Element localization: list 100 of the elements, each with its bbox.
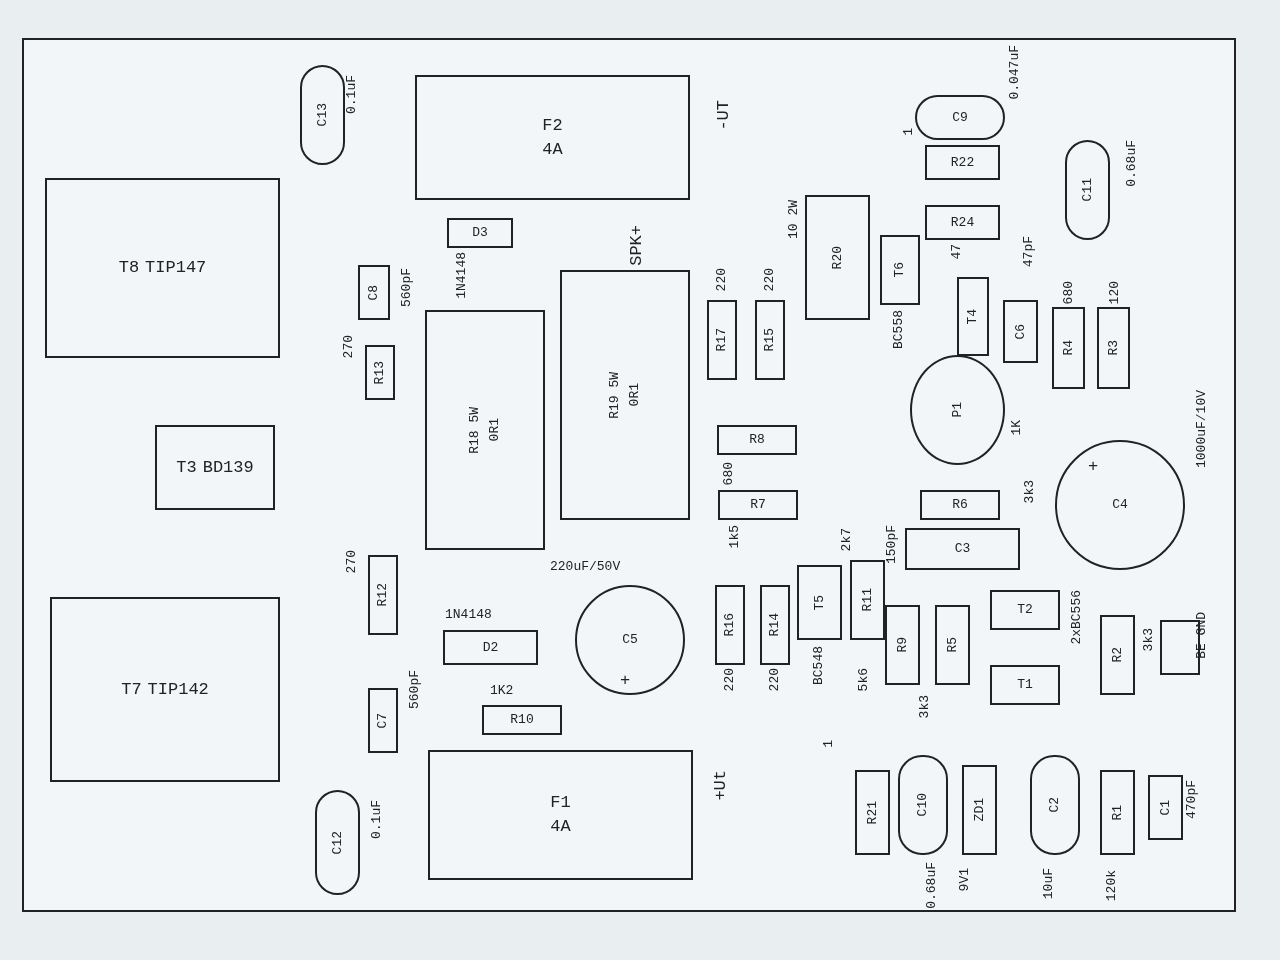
component-label: D3 bbox=[472, 226, 488, 240]
component-value: 220 bbox=[723, 668, 737, 692]
component-label: R4 bbox=[1061, 340, 1076, 356]
component-label: R24 bbox=[950, 215, 975, 230]
component-outline bbox=[1003, 300, 1038, 363]
component-label: 4A bbox=[550, 818, 571, 836]
component-label: ZD1 bbox=[972, 798, 987, 822]
capacitor-outline bbox=[300, 65, 345, 165]
resistor-outline bbox=[925, 145, 1000, 180]
transistor-outline bbox=[990, 665, 1060, 705]
resistor-outline bbox=[855, 770, 890, 855]
component-label: TIP142 bbox=[147, 680, 209, 699]
component-value: 0.047uF bbox=[1008, 45, 1022, 100]
capacitor-outline bbox=[898, 755, 948, 855]
component-label: T5 bbox=[812, 594, 827, 611]
resistor-outline bbox=[920, 490, 1000, 520]
capacitor-outline bbox=[1030, 755, 1080, 855]
component-label: TIP147 bbox=[145, 259, 207, 277]
component-value: 120 bbox=[1108, 281, 1122, 305]
board-label: + bbox=[1088, 458, 1099, 476]
component-label: C6 bbox=[1013, 323, 1028, 340]
component-label: R9 bbox=[895, 637, 910, 653]
component-value: 150pF bbox=[885, 525, 899, 564]
component-label: C7 bbox=[376, 712, 390, 729]
component-label: C12 bbox=[330, 830, 345, 855]
component-label: R8 bbox=[749, 433, 765, 447]
resistor-outline bbox=[482, 705, 562, 735]
component-value: 1N4148 bbox=[445, 608, 492, 622]
component-value: 47pF bbox=[1022, 236, 1036, 268]
resistor-outline bbox=[1052, 307, 1085, 389]
board-label: 1 bbox=[902, 128, 916, 136]
component-label: R3 bbox=[1106, 340, 1121, 356]
component-value: BC558 bbox=[892, 310, 906, 349]
transistor-outline bbox=[990, 590, 1060, 630]
transistor-outline bbox=[797, 565, 842, 640]
resistor-outline bbox=[935, 605, 970, 685]
power-resistor-outline bbox=[425, 310, 545, 550]
board-label: + bbox=[620, 672, 631, 690]
component-label: T7 bbox=[121, 680, 142, 699]
component-value: 270 bbox=[342, 335, 356, 359]
resistor-outline bbox=[715, 585, 745, 665]
component-outline bbox=[368, 688, 398, 753]
resistor-outline bbox=[707, 300, 737, 380]
diode-outline bbox=[443, 630, 538, 665]
component-label: R19 5W bbox=[608, 371, 622, 419]
component-value: 220 bbox=[768, 668, 782, 692]
component-label: C9 bbox=[952, 110, 968, 125]
component-value: 220uF/50V bbox=[550, 560, 621, 574]
component-label: R12 bbox=[376, 583, 390, 607]
resistor-outline bbox=[365, 345, 395, 400]
component-label: R10 bbox=[510, 713, 534, 727]
capacitor-outline bbox=[315, 790, 360, 895]
board-label: -UT bbox=[715, 100, 733, 131]
component-label: C11 bbox=[1080, 178, 1095, 202]
component-value: 3k3 bbox=[918, 695, 932, 719]
component-value: 1K2 bbox=[490, 684, 514, 698]
transistor-outline bbox=[45, 178, 280, 358]
resistor-outline bbox=[718, 490, 798, 520]
transistor-outline bbox=[50, 597, 280, 782]
component-label: R15 bbox=[763, 328, 777, 352]
component-value: 3k3 bbox=[1023, 480, 1037, 504]
resistor-outline bbox=[1100, 770, 1135, 855]
resistor-outline bbox=[368, 555, 398, 635]
resistor-outline bbox=[962, 765, 997, 855]
resistor-outline bbox=[805, 195, 870, 320]
component-label: T4 bbox=[966, 308, 980, 325]
component-value: 0.1uF bbox=[345, 75, 359, 114]
capacitor-outline bbox=[915, 95, 1005, 140]
diode-outline bbox=[447, 218, 513, 248]
component-value: 680 bbox=[722, 462, 736, 486]
component-value: 47 bbox=[950, 244, 964, 260]
resistor-outline bbox=[755, 300, 785, 380]
component-label: T3 bbox=[176, 458, 197, 477]
component-value: 470pF bbox=[1185, 780, 1199, 819]
component-label: R7 bbox=[750, 498, 766, 512]
component-label: C3 bbox=[954, 542, 971, 556]
component-label: T6 bbox=[893, 262, 907, 278]
component-label: C8 bbox=[367, 284, 381, 301]
power-resistor-outline bbox=[560, 270, 690, 520]
component-label: R11 bbox=[860, 588, 875, 612]
component-label: C10 bbox=[916, 793, 930, 817]
resistor-outline bbox=[885, 605, 920, 685]
component-value: 220 bbox=[763, 268, 777, 292]
component-label: 4A bbox=[542, 140, 563, 159]
component-value: 1K bbox=[1010, 420, 1024, 436]
component-label: T8 bbox=[118, 259, 140, 277]
component-value: 3k3 bbox=[1142, 628, 1156, 652]
component-value: 9V1 bbox=[958, 868, 972, 892]
component-label: T2 bbox=[1017, 603, 1033, 617]
resistor-outline bbox=[850, 560, 885, 640]
component-outline bbox=[957, 277, 989, 356]
component-value: 0.68uF bbox=[925, 862, 939, 909]
component-label: C4 bbox=[1112, 498, 1128, 512]
component-label: 0R1 bbox=[488, 418, 502, 442]
component-label: T1 bbox=[1017, 678, 1033, 692]
component-label: C13 bbox=[315, 103, 330, 127]
component-label: 0R1 bbox=[628, 383, 642, 407]
component-label: R13 bbox=[373, 360, 387, 385]
component-value: 1 bbox=[822, 740, 836, 748]
resistor-outline bbox=[717, 425, 797, 455]
